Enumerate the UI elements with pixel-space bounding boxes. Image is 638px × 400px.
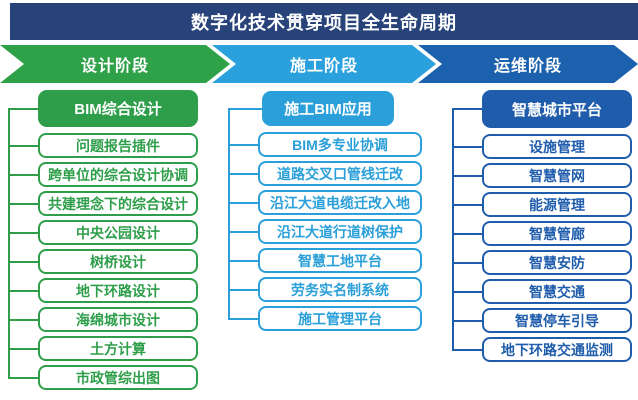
phase-arrow-2: 运维阶段: [418, 45, 638, 83]
tree-item: 土方计算: [8, 336, 198, 361]
tree-item: 地下环路设计: [8, 278, 198, 303]
column-header: 智慧城市平台: [452, 90, 632, 128]
phase-column-2: 智慧城市平台设施管理智慧管网能源管理智慧管廊智慧安防智慧交通智慧停车引导地下环路…: [452, 90, 632, 362]
column-header: 施工BIM应用: [228, 91, 394, 126]
connector-trunk: [452, 109, 454, 350]
tree-item: 海绵城市设计: [8, 307, 198, 332]
tree-item: 智慧工地平台: [228, 248, 422, 273]
tree-item: 智慧管廊: [452, 221, 632, 246]
tree-item: 跨单位的综合设计协调: [8, 162, 198, 187]
tree-item: 沿江大道电缆迁改入地: [228, 190, 422, 215]
tree-item: BIM多专业协调: [228, 132, 422, 157]
tree-item: 问题报告插件: [8, 133, 198, 158]
tree-item: 劳务实名制系统: [228, 277, 422, 302]
tree-item: 智慧管网: [452, 163, 632, 188]
phase-column-0: BIM综合设计问题报告插件跨单位的综合设计协调共建理念下的综合设计中央公园设计树…: [8, 90, 198, 390]
diagram-title: 数字化技术贯穿项目全生命周期: [191, 12, 457, 33]
phase-arrow-0: 设计阶段: [0, 45, 230, 83]
tree-item: 沿江大道行道树保护: [228, 219, 422, 244]
tree-item: 智慧交通: [452, 279, 632, 304]
tree-item: 中央公园设计: [8, 220, 198, 245]
title-banner: 数字化技术贯穿项目全生命周期: [10, 3, 638, 40]
connector-trunk: [8, 108, 10, 378]
tree-item: 智慧停车引导: [452, 308, 632, 333]
tree-item: 共建理念下的综合设计: [8, 191, 198, 216]
tree-item: 道路交叉口管线迁改: [228, 161, 422, 186]
tree-item: 智慧安防: [452, 250, 632, 275]
tree-item: 能源管理: [452, 192, 632, 217]
tree-item: 设施管理: [452, 134, 632, 159]
phase-column-1: 施工BIM应用 BIM多专业协调道路交叉口管线迁改沿江大道电缆迁改入地沿江大道行道…: [228, 91, 422, 331]
tree-item: 市政管综出图: [8, 365, 198, 390]
column-header: BIM综合设计: [8, 90, 198, 127]
phase-arrow-1: 施工阶段: [212, 45, 436, 83]
connector-trunk: [228, 108, 230, 319]
tree-item: 地下环路交通监测: [452, 337, 632, 362]
tree-item: 树桥设计: [8, 249, 198, 274]
tree-item: 施工管理平台: [228, 306, 422, 331]
